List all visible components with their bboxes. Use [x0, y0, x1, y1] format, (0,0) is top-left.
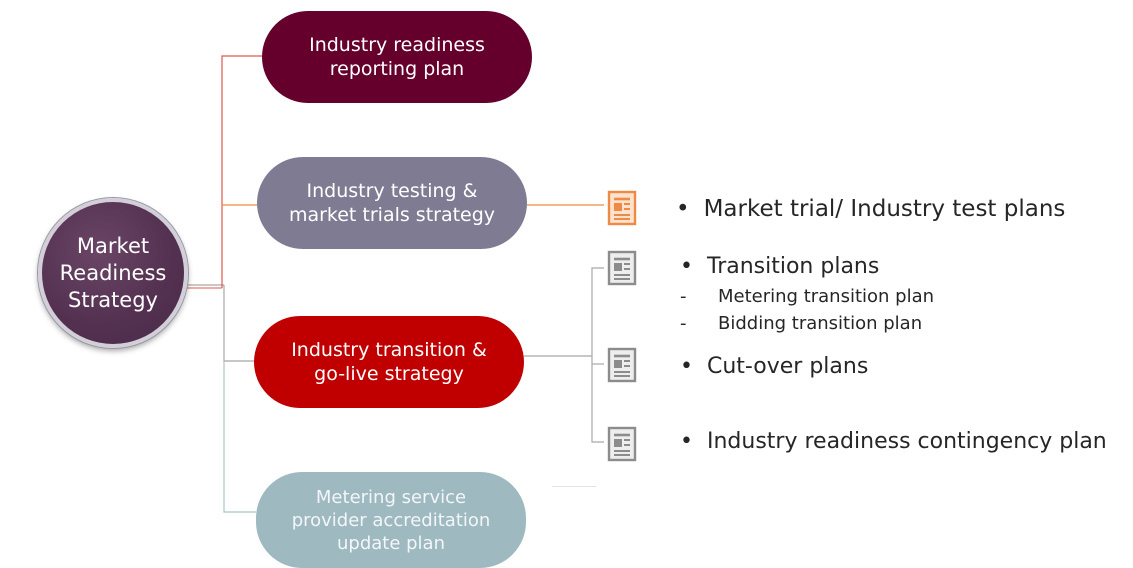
divider-line: [552, 486, 596, 487]
document-item-contingency: • Industry readiness contingency plan: [680, 428, 1107, 456]
branch-node-label: Industry testing & market trials strateg…: [288, 180, 496, 226]
branch-node-label: Metering service provider accreditation …: [291, 486, 491, 554]
bullet-dot: •: [676, 196, 690, 222]
document-item-transition-plans: • Transition plans: [680, 253, 879, 281]
sub-item-label: Bidding transition plan: [718, 313, 923, 334]
sub-item-bidding-transition: - Bidding transition plan: [680, 313, 922, 335]
document-item-cut-over: • Cut-over plans: [680, 353, 868, 381]
dash-marker: -: [680, 313, 687, 334]
document-item-market-trial: • Market trial/ Industry test plans: [676, 195, 1065, 223]
bullet-dot: •: [680, 354, 693, 379]
branch-node-readiness-reporting: Industry readiness reporting plan: [262, 11, 532, 103]
branch-node-testing-trials: Industry testing & market trials strateg…: [257, 157, 527, 249]
document-item-label: Market trial/ Industry test plans: [703, 196, 1066, 222]
document-item-label: Industry readiness contingency plan: [706, 429, 1107, 454]
branch-node-transition-go-live: Industry transition & go-live strategy: [254, 316, 524, 408]
docs-bracket: [591, 267, 604, 443]
root-node-label: Market Readiness Strategy: [59, 233, 167, 312]
branch-1-connector: [221, 55, 262, 288]
branch-4-connector: [223, 361, 256, 513]
branch-node-metering-accreditation: Metering service provider accreditation …: [256, 472, 526, 568]
sub-item-metering-transition: - Metering transition plan: [680, 286, 934, 308]
sub-item-label: Metering transition plan: [718, 286, 935, 307]
bullet-dot: •: [680, 429, 693, 454]
document-icon: [607, 426, 637, 462]
document-icon: [607, 190, 637, 226]
document-item-label: Transition plans: [706, 254, 880, 279]
root-node-market-readiness: Market Readiness Strategy: [38, 198, 188, 348]
branch-node-label: Industry readiness reporting plan: [309, 34, 485, 80]
branch-node-label: Industry transition & go-live strategy: [291, 339, 487, 385]
document-icon: [607, 250, 637, 286]
document-icon: [607, 347, 637, 383]
dash-marker: -: [680, 286, 687, 307]
branch-3-connector: [223, 285, 254, 362]
bullet-dot: •: [680, 254, 693, 279]
document-item-label: Cut-over plans: [706, 354, 869, 379]
